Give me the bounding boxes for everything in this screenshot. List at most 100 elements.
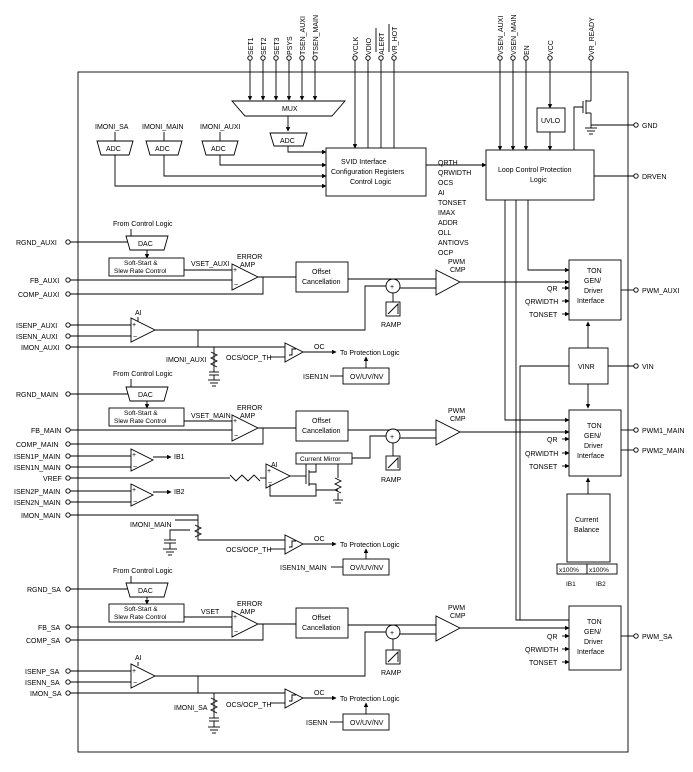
svg-text:IMON_SA: IMON_SA bbox=[30, 691, 62, 698]
svg-text:IMAX: IMAX bbox=[438, 210, 455, 217]
svg-text:AMP: AMP bbox=[240, 609, 256, 616]
svg-text:PWM: PWM bbox=[448, 605, 465, 612]
svg-text:OCP: OCP bbox=[438, 250, 454, 257]
svg-text:OCS/OCP_TH: OCS/OCP_TH bbox=[226, 702, 272, 709]
svg-text:VR_HOT: VR_HOT bbox=[392, 26, 399, 55]
svg-text:PWM: PWM bbox=[448, 259, 465, 266]
svg-text:ISEN1N: ISEN1N bbox=[303, 374, 328, 381]
svg-text:+: + bbox=[390, 630, 394, 637]
svg-text:+: + bbox=[233, 418, 237, 425]
svg-text:−: − bbox=[133, 334, 137, 341]
svg-text:Balance: Balance bbox=[574, 527, 599, 534]
svg-text:VDIO: VDIO bbox=[366, 37, 373, 55]
svg-text:+: + bbox=[132, 322, 136, 329]
svg-text:Offset: Offset bbox=[312, 269, 331, 276]
svg-text:OCS: OCS bbox=[438, 180, 454, 187]
top-pin-vr-hot: VR_HOT bbox=[388, 24, 399, 148]
svg-text:VIN: VIN bbox=[642, 364, 654, 371]
svg-text:Interface: Interface bbox=[577, 453, 604, 460]
svg-text:OC: OC bbox=[314, 344, 325, 351]
svid-outputs: QRTH QRWIDTH OCS AI TONSET IMAX ADDR OLL… bbox=[438, 160, 471, 257]
svg-text:GND: GND bbox=[642, 123, 658, 130]
svg-text:VINR: VINR bbox=[578, 364, 595, 371]
svg-text:From Control Logic: From Control Logic bbox=[113, 221, 173, 228]
ton-gen-sa: TON GEN/ Driver Interface QR QRWIDTH TON… bbox=[519, 370, 622, 671]
svg-text:PWM1_MAIN: PWM1_MAIN bbox=[642, 428, 684, 435]
svg-text:GEN/: GEN/ bbox=[584, 278, 601, 285]
svg-text:IMONI_MAIN: IMONI_MAIN bbox=[142, 124, 184, 131]
svg-text:FB_AUXI: FB_AUXI bbox=[30, 278, 59, 285]
svg-text:VR_READY: VR_READY bbox=[589, 17, 596, 55]
svg-text:Configuration Registers: Configuration Registers bbox=[331, 169, 405, 176]
svid-interface-block: SVID Interface Configuration Registers C… bbox=[325, 147, 487, 197]
svg-text:ISENN_AUXI: ISENN_AUXI bbox=[16, 334, 58, 341]
section-auxi: From Control Logic DAC Soft-Start & Slew… bbox=[70, 221, 570, 387]
svg-text:Interface: Interface bbox=[577, 649, 604, 656]
svg-text:ADDR: ADDR bbox=[438, 220, 458, 227]
adc-mux: ADC bbox=[269, 132, 327, 155]
svg-text:AI: AI bbox=[271, 462, 278, 469]
svg-text:VSET: VSET bbox=[201, 609, 220, 616]
top-pin-set2: SET2 bbox=[260, 37, 268, 101]
svg-text:PWM_SA: PWM_SA bbox=[642, 634, 673, 641]
svg-text:AI: AI bbox=[135, 655, 142, 662]
svg-text:ADC: ADC bbox=[106, 146, 121, 153]
svg-text:VREF: VREF bbox=[43, 476, 62, 483]
svg-text:ADC: ADC bbox=[280, 138, 295, 145]
svg-text:Loop Control Protection: Loop Control Protection bbox=[498, 167, 572, 174]
svg-text:DAC: DAC bbox=[138, 588, 153, 595]
svg-text:FB_SA: FB_SA bbox=[38, 625, 61, 632]
svg-text:Soft-Start &: Soft-Start & bbox=[124, 260, 158, 267]
svg-text:AI: AI bbox=[438, 190, 445, 197]
svg-text:OC: OC bbox=[314, 536, 325, 543]
svg-text:ALERT: ALERT bbox=[379, 32, 386, 55]
svg-text:SET2: SET2 bbox=[261, 37, 268, 55]
svg-text:IMONI_AUXI: IMONI_AUXI bbox=[166, 357, 207, 364]
svg-text:+: + bbox=[390, 284, 394, 291]
svg-text:−: − bbox=[234, 433, 238, 440]
svg-text:EN: EN bbox=[524, 45, 531, 55]
svg-text:COMP_MAIN: COMP_MAIN bbox=[16, 442, 58, 449]
pin-vin: VIN bbox=[608, 363, 654, 371]
svg-text:+: + bbox=[132, 668, 136, 675]
svg-text:DAC: DAC bbox=[138, 241, 153, 248]
svg-text:x100%: x100% bbox=[589, 567, 609, 574]
svg-text:To Protection Logic: To Protection Logic bbox=[340, 542, 400, 549]
svg-text:FB_MAIN: FB_MAIN bbox=[31, 428, 61, 435]
svg-text:TONSET: TONSET bbox=[529, 660, 558, 667]
top-pin-vsen-auxi: VSEN_AUXI bbox=[497, 16, 505, 151]
svg-text:AI: AI bbox=[135, 310, 142, 317]
ton-gen-auxi: TON GEN/ Driver Interface QR QRWIDTH TON… bbox=[525, 259, 622, 321]
vinr-block: VINR bbox=[519, 321, 609, 409]
svg-text:ISEN2P_MAIN: ISEN2P_MAIN bbox=[14, 489, 60, 496]
svg-text:IMONI_SA: IMONI_SA bbox=[95, 124, 129, 131]
svg-text:IB2: IB2 bbox=[596, 581, 606, 588]
svg-text:RGND_MAIN: RGND_MAIN bbox=[16, 392, 58, 399]
svg-text:ISEN2N_MAIN: ISEN2N_MAIN bbox=[14, 500, 61, 507]
svg-text:QR: QR bbox=[547, 437, 558, 444]
svg-text:Slew Rate Control: Slew Rate Control bbox=[114, 418, 167, 425]
pin-pwm1-main: PWM1_MAIN bbox=[621, 427, 684, 435]
svg-text:Slew Rate Control: Slew Rate Control bbox=[114, 614, 167, 621]
svg-text:COMP_SA: COMP_SA bbox=[26, 638, 61, 645]
svg-text:ISENP_SA: ISENP_SA bbox=[25, 669, 60, 676]
svg-text:CMP: CMP bbox=[450, 416, 466, 423]
svg-text:+: + bbox=[132, 452, 136, 459]
uvlo-block: UVLO bbox=[536, 107, 566, 151]
svg-text:ADC: ADC bbox=[211, 146, 226, 153]
svg-text:Slew Rate Control: Slew Rate Control bbox=[114, 268, 167, 275]
left-pins-main: RGND_MAIN FB_MAIN COMP_MAIN ISEN1P_MAIN … bbox=[14, 391, 71, 520]
svg-text:ISEN1N_MAIN: ISEN1N_MAIN bbox=[280, 565, 327, 572]
svg-text:RAMP: RAMP bbox=[381, 322, 402, 329]
svg-text:Current: Current bbox=[575, 517, 598, 524]
svg-text:OV/UV/NV: OV/UV/NV bbox=[350, 374, 384, 381]
top-pin-vr-ready: VR_READY bbox=[588, 17, 596, 95]
svg-text:OV/UV/NV: OV/UV/NV bbox=[350, 565, 384, 572]
top-pin-vsen-main: VSEN_MAIN bbox=[510, 15, 518, 151]
svg-text:Control Logic: Control Logic bbox=[350, 179, 392, 186]
svg-text:IMONI_SA: IMONI_SA bbox=[174, 705, 208, 712]
adc-imon-auxi: ADC bbox=[201, 140, 327, 168]
svg-text:Soft-Start &: Soft-Start & bbox=[124, 410, 158, 417]
adc-imon-main: ADC bbox=[145, 140, 327, 179]
